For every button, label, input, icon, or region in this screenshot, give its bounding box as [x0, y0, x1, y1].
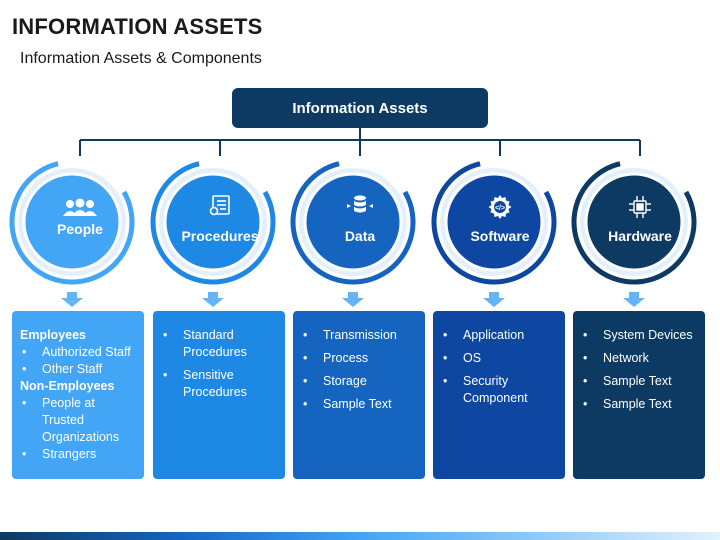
node-label-data: Data: [344, 228, 376, 244]
list-item: Application: [441, 327, 559, 344]
list-item: Authorized Staff: [20, 344, 138, 361]
card-hardware: System Devices Network Sample Text Sampl…: [573, 311, 705, 479]
down-arrow-data: [342, 292, 364, 307]
page-title: INFORMATION ASSETS: [12, 14, 263, 39]
list-item: People at Trusted Organizations: [20, 395, 138, 446]
down-arrow-software: [483, 292, 505, 307]
node-ring-data: [290, 159, 416, 285]
node-ring-software: [431, 159, 557, 285]
list-item: Security Component: [441, 373, 559, 407]
node-label-people: People: [57, 221, 103, 237]
card-people: Employees Authorized Staff Other Staff N…: [12, 311, 144, 479]
node-circle-hardware: [584, 172, 684, 272]
node-label-software: Software: [470, 228, 530, 244]
list-item: Sample Text: [301, 396, 419, 413]
list-item: Transmission: [301, 327, 419, 344]
code-gear-icon: </>: [488, 195, 512, 219]
node-circle-data: [303, 172, 403, 272]
list-item: Strangers: [20, 446, 138, 463]
down-arrow-people: [61, 292, 83, 307]
node-label-hardware: Hardware: [608, 228, 672, 244]
node-circle-procedures: [163, 172, 263, 272]
connector-lines: [79, 128, 641, 156]
list-item: Storage: [301, 373, 419, 390]
database-icon: [347, 195, 373, 213]
card-data: Transmission Process Storage Sample Text: [293, 311, 425, 479]
list-item: Network: [581, 350, 699, 367]
page-subtitle: Information Assets & Components: [20, 50, 262, 67]
list-item: System Devices: [581, 327, 699, 344]
group-heading-non-employees: Non-Employees: [20, 379, 115, 393]
root-node: Information Assets: [232, 88, 488, 128]
node-ring-procedures: [150, 159, 276, 285]
chip-icon: [629, 196, 651, 218]
people-icon: [63, 198, 97, 216]
list-item: Sample Text: [581, 373, 699, 390]
node-ring-people: [9, 159, 135, 285]
procedures-icon: [209, 195, 230, 216]
list-item: Process: [301, 350, 419, 367]
list-item: Other Staff: [20, 361, 138, 378]
list-item: OS: [441, 350, 559, 367]
down-arrow-procedures: [202, 292, 224, 307]
list-item: Sample Text: [581, 396, 699, 413]
node-circle-software: [444, 172, 544, 272]
bottom-gradient-bar: [0, 532, 720, 540]
node-label-procedures: Procedures: [181, 228, 259, 244]
list-item: Sensitive Procedures: [161, 367, 279, 401]
down-arrow-hardware: [623, 292, 645, 307]
card-software: Application OS Security Component: [433, 311, 565, 479]
list-item: Standard Procedures: [161, 327, 279, 361]
node-ring-hardware: [571, 159, 697, 285]
card-procedures: Standard Procedures Sensitive Procedures: [153, 311, 285, 479]
svg-text:</>: </>: [495, 205, 505, 212]
group-heading-employees: Employees: [20, 328, 87, 342]
node-circle-people: [22, 172, 122, 272]
